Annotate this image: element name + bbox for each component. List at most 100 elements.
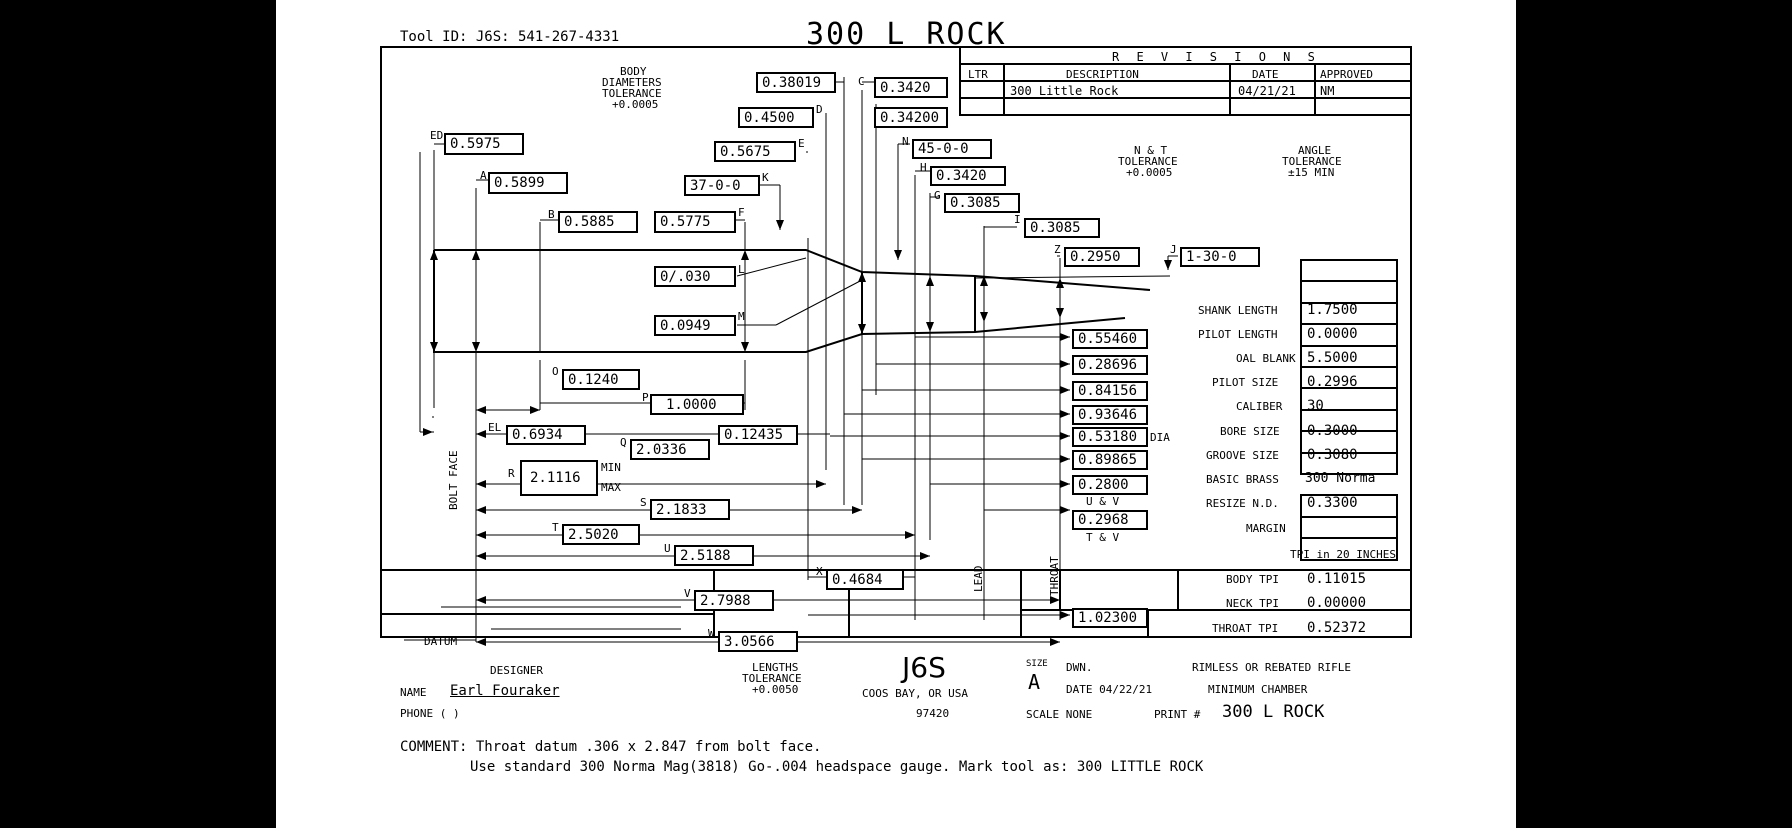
tpi-label-neck: NECK TPI xyxy=(1226,597,1279,610)
dim-letter-z: Z xyxy=(1054,243,1061,256)
angle-tol-1: ANGLE xyxy=(1298,144,1332,157)
company-logo: J6S xyxy=(902,651,946,684)
scale-label: SCALE NONE xyxy=(1026,708,1093,721)
size-label: SIZE xyxy=(1026,659,1048,669)
rev-col-description: DESCRIPTION xyxy=(1066,68,1139,81)
dim-box-m: 0.0949 xyxy=(654,315,736,336)
dim-letter-d: D xyxy=(816,103,823,116)
dim-letter-k: K xyxy=(762,171,769,184)
body-tol-1: BODY xyxy=(620,65,647,78)
right-value-1: 0.55460 xyxy=(1072,329,1148,349)
min-label: MIN xyxy=(601,461,621,474)
dwn-label: DWN. xyxy=(1066,661,1093,674)
dim-box-f: 0.5775 xyxy=(654,211,736,233)
dim-letter-b: B xyxy=(548,208,555,221)
len-box-el: 0.6934 xyxy=(506,425,586,445)
rev-row-description: 300 Little Rock xyxy=(1010,84,1119,98)
len-box-t: 2.5020 xyxy=(562,524,640,545)
nt-tol-2: TOLERANCE xyxy=(1118,155,1178,168)
lengths-tol-2: TOLERANCE xyxy=(742,672,802,685)
right-value-4: 0.93646 xyxy=(1072,405,1148,425)
tpi-label-throat: THROAT TPI xyxy=(1212,622,1279,635)
len-box-x: 0.4684 xyxy=(826,569,904,590)
dim-box-k: 37-0-0 xyxy=(684,175,760,196)
rev-row-date: 04/21/21 xyxy=(1238,84,1296,98)
dia-label: DIA xyxy=(1150,431,1170,444)
len-box-w: 3.0566 xyxy=(718,631,798,652)
rev-col-ltr: LTR xyxy=(968,68,988,81)
dim-box-j: 1-30-0 xyxy=(1180,247,1260,267)
right-value-5: 0.53180 xyxy=(1072,427,1148,447)
name-label: NAME xyxy=(400,686,427,699)
right-value-3: 0.84156 xyxy=(1072,381,1148,401)
spec-value-pilot-length: 0.0000 xyxy=(1307,326,1358,342)
spec-value-bore: 0.3000 xyxy=(1307,423,1358,439)
spec-label-margin: MARGIN xyxy=(1246,522,1286,535)
right-value-7: 0.2800 xyxy=(1072,475,1148,495)
comment-line-1: COMMENT: Throat datum .306 x 2.847 from … xyxy=(400,739,822,755)
dim-letter-a: A xyxy=(480,169,487,182)
dim-box-c2: 0.34200 xyxy=(874,107,948,128)
spec-value-resize: 0.3300 xyxy=(1307,495,1358,511)
nt-tol-1: N & T xyxy=(1134,144,1168,157)
len-letter-v: V xyxy=(684,587,691,600)
spec-value-caliber: 30 xyxy=(1307,398,1324,414)
dim-letter-h: H xyxy=(920,161,927,174)
tpi-heading: TPI in 20 INCHES xyxy=(1290,548,1396,561)
len-letter-u: U xyxy=(664,542,671,555)
tv-label: T & V xyxy=(1086,531,1120,544)
tpi-value-throat: 0.52372 xyxy=(1307,620,1367,636)
len-letter-r: R xyxy=(508,467,515,480)
company-zip: 97420 xyxy=(916,707,950,720)
max-label: MAX xyxy=(601,481,621,494)
dim-letter-f: F xyxy=(738,206,745,219)
len-letter-x: X xyxy=(816,565,823,578)
size-value: A xyxy=(1028,670,1041,694)
len-box-p: 1.0000 xyxy=(650,394,744,415)
dim-box-z: 0.2950 xyxy=(1064,247,1140,267)
spec-value-oal: 5.5000 xyxy=(1307,350,1358,366)
len-box-v: 2.7988 xyxy=(694,590,774,611)
dim-box-ed: 0.5975 xyxy=(444,133,524,155)
drawing-title: 300 L ROCK xyxy=(806,17,1007,52)
len-letter-t: T xyxy=(552,521,559,534)
angle-tol-3: ±15 MIN xyxy=(1288,166,1335,179)
spec-label-caliber: CALIBER xyxy=(1236,400,1283,413)
tpi-label-body: BODY TPI xyxy=(1226,573,1279,586)
right-value-9: 1.02300 xyxy=(1072,608,1148,628)
spec-value-pilot-size: 0.2996 xyxy=(1307,374,1358,390)
spec-label-resize: RESIZE N.D. xyxy=(1206,497,1279,510)
len-letter-q: Q xyxy=(620,436,627,449)
rev-row-approved: NM xyxy=(1320,84,1335,98)
tool-id: Tool ID: J6S: 541-267-4331 xyxy=(400,29,620,45)
lengths-tol-3: +0.0050 xyxy=(752,683,799,696)
right-value-6: 0.89865 xyxy=(1072,450,1148,470)
company-location: COOS BAY, OR USA xyxy=(862,687,968,700)
lead-label: LEAD xyxy=(972,565,985,593)
bolt-face-label: BOLT FACE xyxy=(447,450,460,510)
right-value-8: 0.2968 xyxy=(1072,510,1148,530)
body-tol-3: TOLERANCE xyxy=(602,87,662,100)
dim-box-b: 0.5885 xyxy=(558,211,638,233)
spec-value-shank: 1.7500 xyxy=(1307,302,1358,318)
date-label: DATE 04/22/21 xyxy=(1066,683,1153,696)
right-value-2: 0.28696 xyxy=(1072,355,1148,375)
dim-box-i: 0.3085 xyxy=(1024,218,1100,238)
uv-label: U & V xyxy=(1086,495,1120,508)
tpi-value-body: 0.11015 xyxy=(1307,571,1367,587)
lengths-tol-1: LENGTHS xyxy=(752,661,799,674)
dim-letter-n: N xyxy=(902,135,909,148)
len-box-r: 2.1116 xyxy=(520,460,598,496)
len-letter-p: P xyxy=(642,391,649,404)
nt-tol-3: +0.0005 xyxy=(1126,166,1173,179)
angle-tol-2: TOLERANCE xyxy=(1282,155,1342,168)
designer-heading: DESIGNER xyxy=(490,664,543,677)
phone-label: PHONE ( ) xyxy=(400,707,460,720)
dim-letter-ed: ED xyxy=(430,129,444,142)
spec-label-groove: GROOVE SIZE xyxy=(1206,449,1279,462)
dim-box-d: 0.4500 xyxy=(738,107,814,128)
len-box-o: 0.1240 xyxy=(562,369,640,390)
revisions-heading: R E V I S I O N S xyxy=(1112,50,1320,64)
spec-value-brass: 300 Norma xyxy=(1305,471,1376,486)
